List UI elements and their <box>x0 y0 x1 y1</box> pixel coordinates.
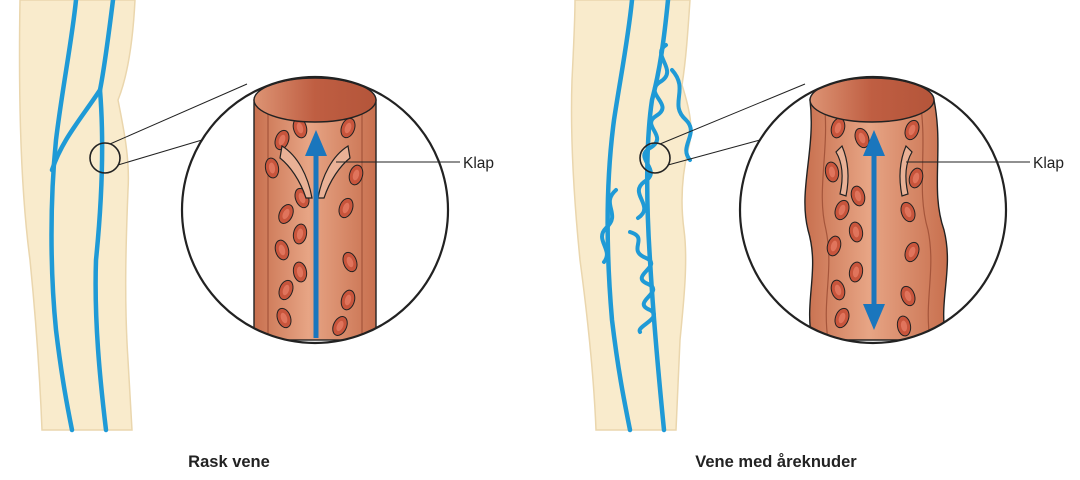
caption-varicose: Vene med åreknuder <box>695 453 857 471</box>
panel-healthy: Klap Rask vene <box>19 0 494 471</box>
leg-varicose <box>571 0 690 430</box>
valve-label-healthy: Klap <box>463 155 494 172</box>
caption-healthy: Rask vene <box>188 453 270 471</box>
leg-healthy <box>19 0 135 430</box>
valve-label-varicose: Klap <box>1033 155 1064 172</box>
zoom-line-bottom-healthy <box>118 140 202 165</box>
panel-varicose: Klap Vene med åreknuder <box>571 0 1064 471</box>
